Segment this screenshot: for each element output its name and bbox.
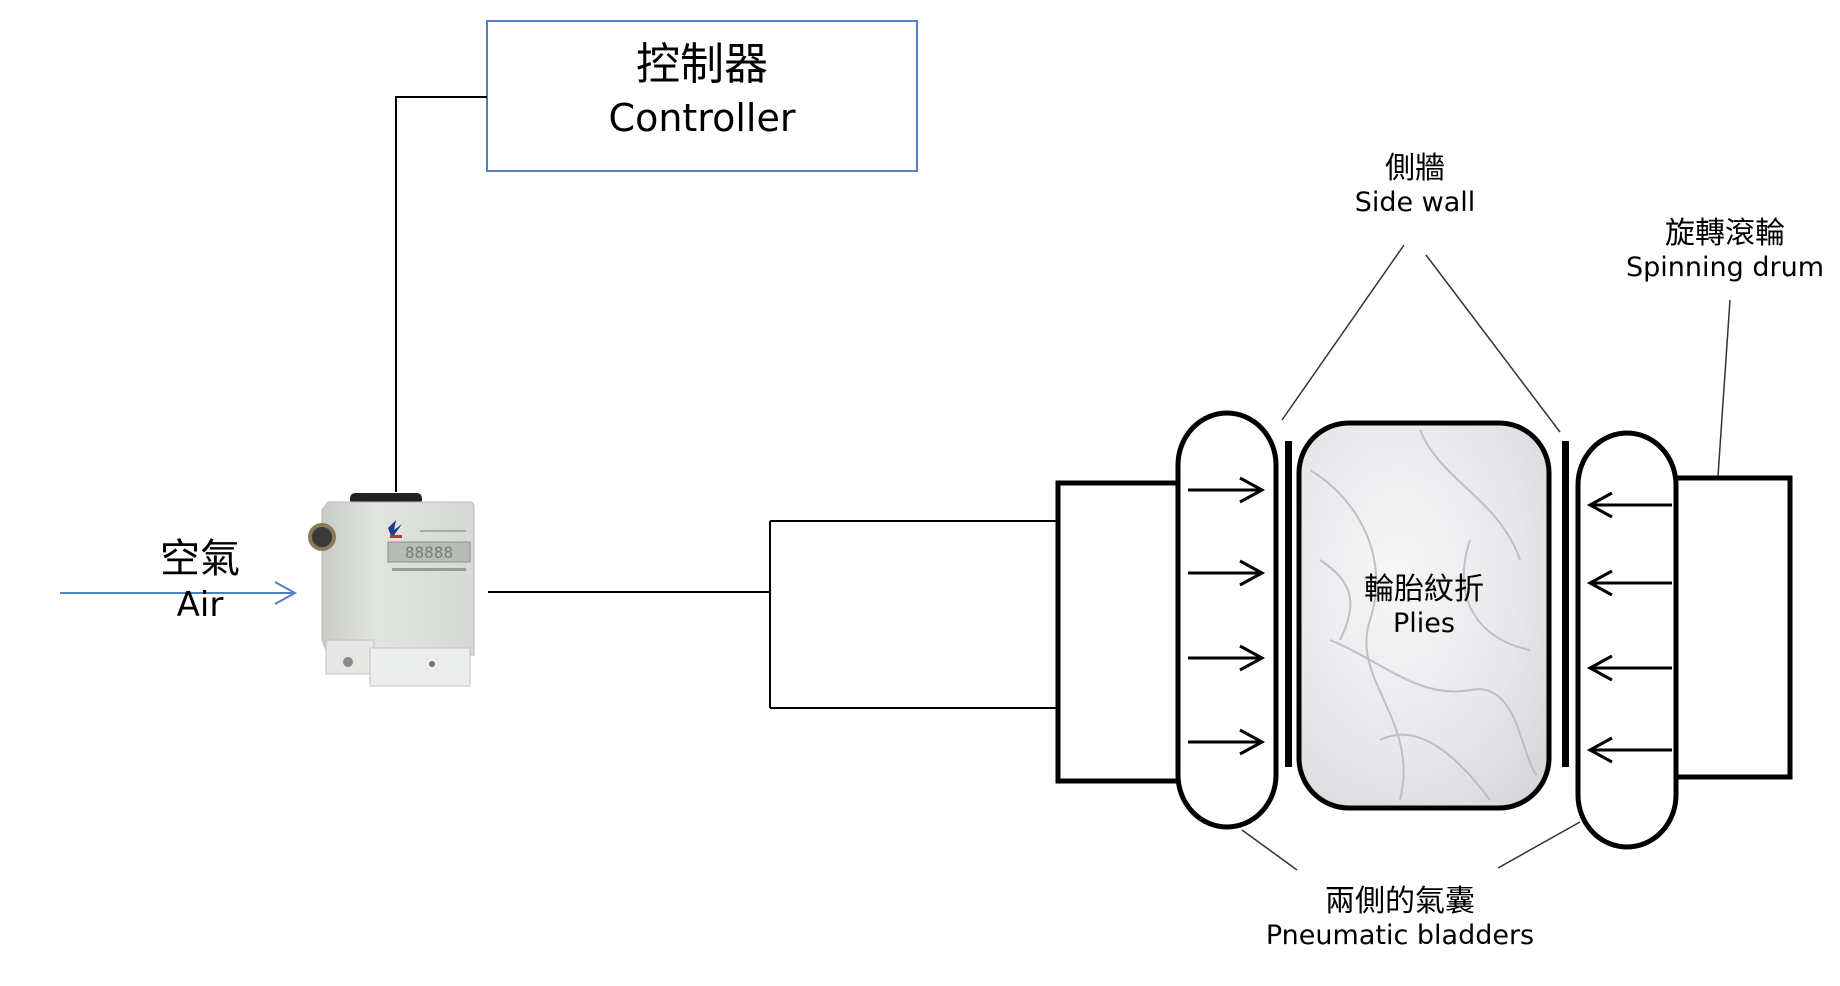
pressure-regulator: 88888 [308, 493, 475, 687]
air-label-en: Air [176, 585, 224, 625]
air-arrow [60, 581, 298, 605]
side-wall-label-en: Side wall [1354, 186, 1476, 218]
left-pointing-arrow-icon [1586, 654, 1672, 682]
plies-label-zh: 輪胎紋折 [1364, 572, 1484, 607]
regulator-display-value: 88888 [405, 543, 453, 562]
plies-label: 輪胎紋折 Plies [1324, 572, 1524, 639]
right-pointing-arrow-icon [1188, 559, 1266, 587]
left-bladder [1175, 410, 1279, 830]
side-wall-label-zh: 側牆 [1385, 151, 1445, 186]
spinning-drum-label-en: Spinning drum [1626, 251, 1824, 283]
bladders-label-en: Pneumatic bladders [1265, 919, 1535, 951]
plies-block [1296, 420, 1552, 811]
controller-box [486, 20, 918, 172]
right-drum-block [1676, 475, 1793, 780]
plies-label-en: Plies [1393, 607, 1455, 639]
controller-label: 控制器 Controller [487, 39, 917, 140]
side-wall-label: 側牆 Side wall [1330, 151, 1500, 218]
left-pointing-arrow-icon [1586, 569, 1672, 597]
spinning-drum-leader [1717, 299, 1731, 477]
controller-wire [395, 96, 487, 492]
left-pointing-arrow-icon [1586, 736, 1672, 764]
spinning-drum-label-zh: 旋轉滾輪 [1665, 216, 1785, 251]
supply-line [488, 520, 1056, 709]
air-label-zh: 空氣 [160, 536, 240, 582]
right-pressure-arrows [1586, 491, 1672, 764]
right-side-wall [1562, 441, 1569, 767]
side-wall-leader-right [1425, 254, 1561, 433]
air-label: 空氣 Air [130, 536, 270, 625]
left-pressure-arrows [1188, 476, 1266, 756]
bladder-leader-right [1497, 821, 1581, 869]
left-pointing-arrow-icon [1586, 491, 1672, 519]
right-pointing-arrow-icon [1188, 644, 1266, 672]
controller-label-en: Controller [608, 95, 796, 140]
regulator-connector-icon [308, 523, 336, 551]
right-bladder [1575, 430, 1679, 850]
bladders-label-zh: 兩側的氣囊 [1325, 884, 1475, 919]
leader-lines [1241, 244, 1731, 871]
bladders-label: 兩側的氣囊 Pneumatic bladders [1250, 884, 1550, 951]
left-drum-block [1055, 480, 1178, 784]
right-pointing-arrow-icon [1188, 728, 1266, 756]
left-side-wall [1285, 441, 1292, 767]
controller-label-zh: 控制器 [636, 39, 768, 90]
bladder-leader-left [1241, 829, 1298, 871]
regulator-logo-icon [388, 520, 402, 538]
side-wall-leader-left [1281, 244, 1405, 421]
regulator-display [387, 541, 471, 563]
spinning-drum-label: 旋轉滾輪 Spinning drum [1610, 216, 1840, 283]
right-pointing-arrow-icon [1188, 476, 1266, 504]
